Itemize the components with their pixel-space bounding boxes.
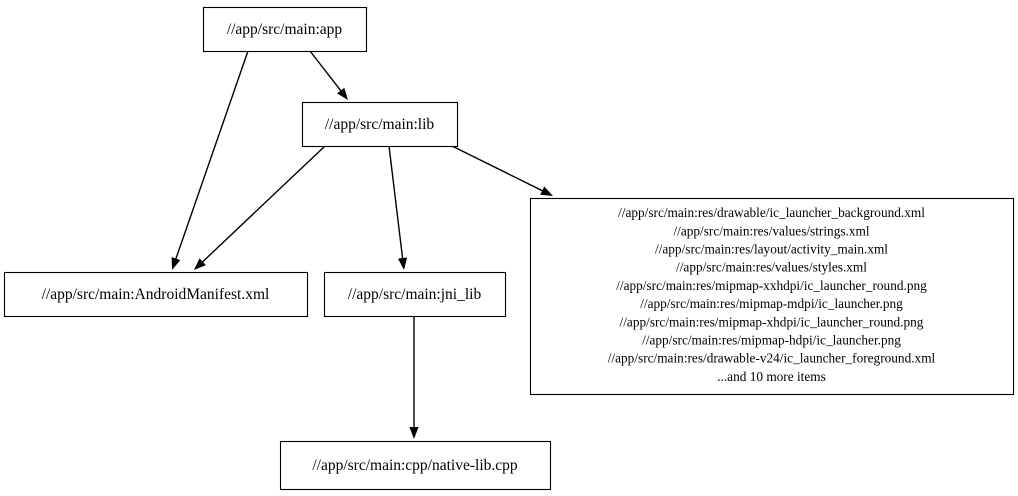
edge-app-to-manifest-arrowhead: [171, 257, 181, 270]
node-resources-label-line: //app/src/main:res/mipmap-mdpi/ic_launch…: [640, 296, 903, 311]
edges-layer: [171, 50, 553, 439]
node-app-box[interactable]: [202, 6, 368, 53]
node-resources-label-line: //app/src/main:res/drawable-v24/ic_launc…: [608, 351, 936, 366]
node-app-label: //app/src/main:app: [227, 21, 343, 38]
edge-app-to-lib-arrowhead: [337, 87, 348, 100]
nodes-layer: //app/src/main:app //app/src/main:lib //ap…: [3, 6, 1015, 491]
node-jni-lib-box[interactable]: [323, 271, 507, 318]
edge-app-to-manifest: [171, 50, 249, 270]
edge-app-to-lib: [309, 50, 348, 100]
node-resources-label-line: //app/src/main:res/values/strings.xml: [673, 223, 869, 238]
edge-lib-to-jni-lib-line: [388, 145, 404, 261]
node-jni-lib-label: //app/src/main:jni_lib: [348, 286, 482, 303]
node-jni-lib[interactable]: //app/src/main:jni_lib: [323, 271, 507, 318]
edge-lib-to-jni-lib-arrowhead: [397, 257, 408, 270]
edge-lib-to-resources-line: [451, 145, 545, 193]
edge-jni-lib-to-native-lib: [409, 316, 419, 439]
edge-app-to-manifest-line: [174, 50, 249, 261]
node-app-label-line: //app/src/main:app: [227, 21, 343, 38]
node-lib-label-line: //app/src/main:lib: [325, 116, 435, 133]
edge-lib-to-manifest-line: [200, 145, 326, 264]
node-resources-label-line: //app/src/main:res/layout/activity_main.…: [655, 242, 888, 257]
node-native-lib-cpp[interactable]: //app/src/main:cpp/native-lib.cpp: [279, 440, 552, 491]
node-resources-label-line: ...and 10 more items: [717, 369, 826, 384]
node-resources-label-line: //app/src/main:res/mipmap-xxhdpi/ic_laun…: [616, 278, 927, 293]
node-resources-label-line: //app/src/main:res/drawable/ic_launcher_…: [618, 205, 925, 220]
node-resources-label-line: //app/src/main:res/mipmap-hdpi/ic_launch…: [642, 333, 901, 348]
edge-lib-to-jni-lib: [388, 145, 408, 270]
node-native-lib-cpp-label: //app/src/main:cpp/native-lib.cpp: [312, 457, 518, 474]
node-resources-label-line: //app/src/main:res/values/styles.xml: [676, 260, 867, 275]
node-android-manifest-label-line: //app/src/main:AndroidManifest.xml: [42, 286, 270, 303]
node-android-manifest-label: //app/src/main:AndroidManifest.xml: [42, 286, 270, 303]
node-lib-label: //app/src/main:lib: [325, 116, 435, 133]
node-android-manifest[interactable]: //app/src/main:AndroidManifest.xml: [3, 271, 309, 318]
edge-lib-to-manifest: [194, 145, 326, 270]
node-native-lib-cpp-label-line: //app/src/main:cpp/native-lib.cpp: [312, 457, 518, 474]
node-resources-label-line: //app/src/main:res/mipmap-xhdpi/ic_launc…: [620, 314, 924, 329]
edge-lib-to-manifest-arrowhead: [194, 258, 206, 270]
node-native-lib-cpp-box[interactable]: [279, 440, 552, 491]
node-android-manifest-box[interactable]: [3, 271, 309, 318]
edge-app-to-lib-line: [309, 50, 343, 93]
node-lib-box[interactable]: [301, 101, 459, 148]
node-app[interactable]: //app/src/main:app: [202, 6, 368, 53]
edge-lib-to-resources-arrowhead: [540, 186, 553, 196]
node-resources-label: //app/src/main:res/drawable/ic_launcher_…: [608, 205, 936, 384]
node-jni-lib-label-line: //app/src/main:jni_lib: [348, 286, 482, 303]
edge-lib-to-resources: [451, 145, 553, 196]
node-lib[interactable]: //app/src/main:lib: [301, 101, 459, 148]
node-resources[interactable]: //app/src/main:res/drawable/ic_launcher_…: [529, 197, 1015, 396]
edge-jni-lib-to-native-lib-arrowhead: [409, 427, 419, 439]
node-resources-box[interactable]: [529, 197, 1015, 396]
